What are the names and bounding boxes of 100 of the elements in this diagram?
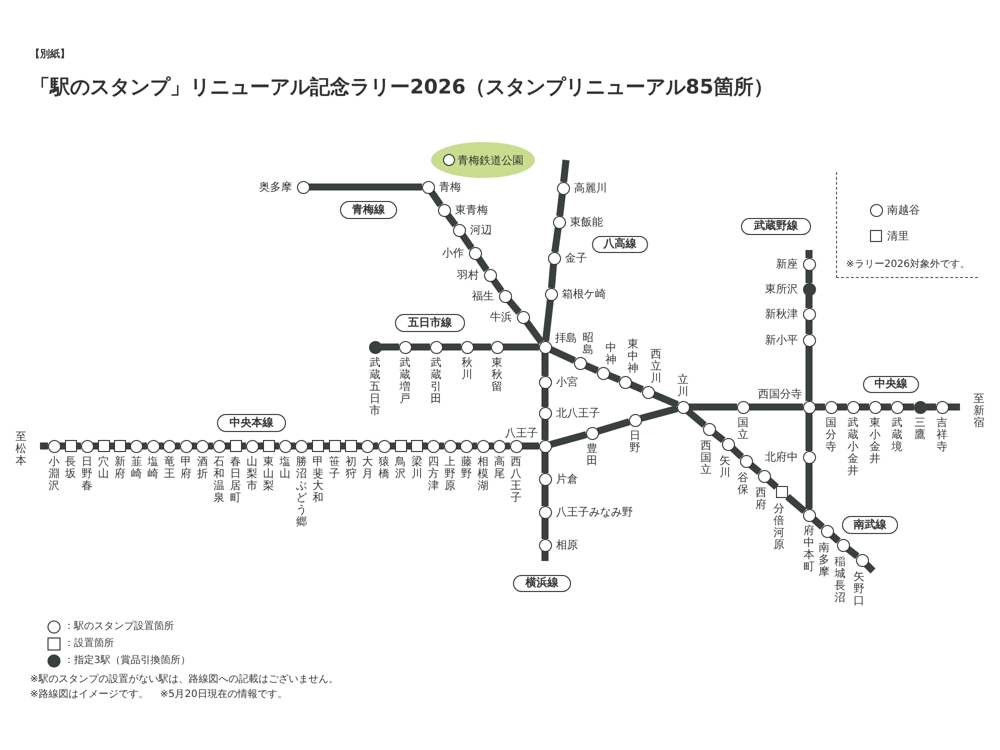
rail-line [550, 431, 588, 448]
rail-line [542, 551, 548, 561]
rail-line [640, 405, 678, 422]
station-name: 矢野口 [854, 571, 864, 608]
rail-line [806, 250, 812, 258]
rail-line [806, 295, 812, 308]
station-name: 東青梅 [455, 203, 488, 217]
station-name: 新府 [114, 456, 126, 480]
station-square-marker [262, 440, 274, 452]
station-marker [452, 224, 466, 236]
station-name: 新小平 [765, 333, 798, 347]
rail-line [785, 494, 807, 514]
station-name: 東中神 [628, 338, 638, 375]
station-marker [538, 406, 552, 420]
station-marker [146, 440, 160, 452]
station-marker [246, 440, 258, 452]
station-name: 東飯能 [570, 215, 603, 229]
rail-line [490, 278, 504, 294]
station-name: 北八王子 [556, 406, 600, 420]
station-marker [196, 440, 209, 452]
station-name: 秋川 [462, 357, 472, 382]
station-name: 羽村 [457, 268, 479, 282]
rail-line [903, 404, 914, 410]
station-marker [736, 400, 750, 414]
station-name: 豊田 [586, 443, 598, 468]
station-name: 大月 [362, 456, 373, 480]
station-marker [296, 180, 310, 194]
station-square-marker [345, 440, 357, 452]
station-name: 武蔵五日市 [370, 357, 380, 418]
station-marker [510, 440, 522, 452]
station-name: 西国分寺 [758, 387, 802, 401]
station-marker [722, 438, 734, 450]
rail-line [607, 372, 621, 383]
station-name: 北府中 [765, 450, 798, 464]
station-name: 甲斐大和 [312, 456, 324, 504]
station-filled-marker [802, 282, 816, 296]
station-marker [586, 426, 598, 440]
station-marker [430, 340, 442, 354]
station-name: 南越谷 [887, 203, 920, 217]
station-name: 上野原 [444, 456, 456, 492]
station-name: 金子 [565, 251, 587, 265]
rail-line [926, 404, 936, 410]
rail-line [460, 232, 474, 250]
rail-line [542, 518, 548, 539]
legend-text: ：設置箇所 [64, 638, 114, 650]
legend-text: ：指定3駅（賞品引換箇所） [64, 655, 190, 667]
station-name: 西府 [756, 487, 766, 512]
rail-line [475, 256, 490, 272]
rail-line [472, 442, 477, 450]
line-name-tag: 青梅線 [340, 201, 397, 219]
station-marker [642, 386, 654, 398]
station-name: 拝島 [555, 331, 577, 345]
rail-line [806, 346, 812, 401]
station-name: 中神 [606, 342, 616, 366]
station-marker [856, 554, 868, 566]
station-marker [516, 310, 530, 324]
station-name: 箱根ケ崎 [562, 287, 606, 301]
station-square-marker [98, 440, 110, 452]
rail-line [748, 462, 762, 475]
station-marker [493, 440, 506, 452]
rail-line [440, 442, 444, 450]
station-name: 春日居町 [230, 456, 241, 504]
rail-line [596, 418, 630, 435]
title: 「駅のスタンプ」リニューアル記念ラリー2026（スタンプリニューアル85箇所） [30, 74, 774, 100]
rail-line [652, 391, 679, 408]
station-marker [618, 376, 632, 388]
station-name: 片倉 [556, 472, 578, 486]
station-name: 甲府 [180, 456, 192, 480]
station-marker [870, 204, 882, 216]
station-name: 河辺 [470, 223, 492, 237]
station-marker [295, 440, 308, 452]
station-name: 西国立 [700, 440, 712, 476]
rail-line [846, 546, 860, 560]
station-name: 韮崎 [131, 456, 142, 480]
station-square-marker [64, 440, 76, 452]
rail-line [766, 477, 779, 490]
station-marker [740, 454, 752, 468]
station-name: 八王子 [505, 426, 538, 440]
rail-line [40, 442, 48, 450]
rail-line [556, 194, 566, 216]
station-marker [676, 400, 690, 414]
station-name: 武蔵増戸 [400, 357, 410, 406]
legend-text: ：駅のスタンプ設置箇所 [64, 621, 174, 633]
station-filled-marker [914, 400, 926, 414]
rail-line [428, 190, 444, 208]
station-name: 塩山 [280, 456, 290, 480]
station-name: 福生 [472, 289, 494, 303]
rail-line [829, 532, 841, 544]
station-name: 西立川 [650, 348, 662, 385]
station-marker [802, 308, 816, 320]
rail-line [712, 430, 726, 444]
station-marker [824, 400, 838, 414]
station-marker [890, 400, 904, 414]
dashed-frame [836, 172, 978, 278]
station-name: 日野春 [82, 456, 92, 492]
rail-line [522, 442, 539, 450]
station-marker [548, 252, 560, 264]
rail-line [685, 408, 707, 428]
station-marker [490, 340, 504, 354]
rail-line [864, 562, 876, 574]
